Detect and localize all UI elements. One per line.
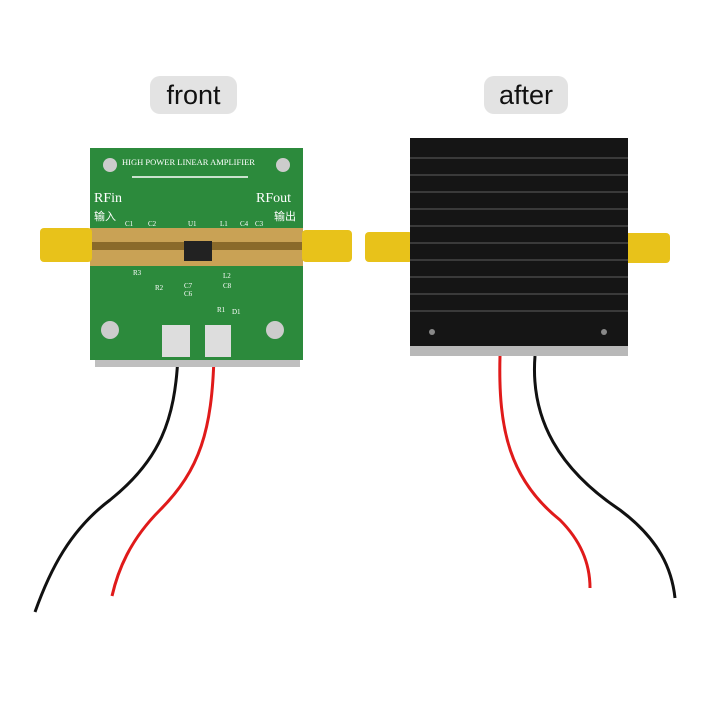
sma-out-connector — [302, 230, 352, 262]
screw — [103, 158, 117, 172]
screw — [266, 321, 284, 339]
sma-in-connector — [365, 232, 413, 262]
svg-text:R1: R1 — [217, 306, 226, 314]
front-module: HIGH POWER LINEAR AMPLIFIER RFin 输入 RFou… — [33, 148, 352, 613]
svg-text:D1: D1 — [232, 308, 241, 316]
black-wire — [33, 355, 180, 613]
pcb-title: HIGH POWER LINEAR AMPLIFIER — [122, 157, 255, 167]
svg-text:R3: R3 — [133, 269, 142, 277]
svg-text:R2: R2 — [155, 284, 164, 292]
pad-right — [205, 325, 231, 357]
svg-text:U1: U1 — [188, 220, 197, 228]
svg-text:C1: C1 — [125, 220, 134, 228]
sma-out-connector — [624, 233, 670, 263]
svg-text:C7: C7 — [184, 282, 193, 290]
red-wire — [110, 355, 216, 597]
svg-text:C8: C8 — [223, 282, 232, 290]
svg-text:输出: 输出 — [274, 209, 296, 223]
svg-text:C6: C6 — [184, 290, 193, 298]
u1-chip — [184, 241, 212, 261]
after-module — [365, 138, 677, 599]
svg-text:C2: C2 — [148, 220, 157, 228]
svg-text:L2: L2 — [223, 272, 231, 280]
screw — [101, 321, 119, 339]
black-wire — [532, 355, 677, 599]
pad-left — [162, 325, 190, 357]
svg-text:C4: C4 — [240, 220, 249, 228]
front-label: front — [150, 76, 237, 114]
rf-in-label: RFin — [94, 191, 122, 206]
svg-text:L1: L1 — [220, 220, 228, 228]
sma-in-connector — [40, 228, 92, 262]
base-plate — [410, 346, 628, 356]
svg-text:C3: C3 — [255, 220, 264, 228]
red-wire — [498, 355, 592, 589]
rf-out-label: RFout — [256, 191, 291, 206]
screw — [276, 158, 290, 172]
after-label: after — [484, 76, 568, 114]
svg-text:输入: 输入 — [94, 209, 116, 223]
